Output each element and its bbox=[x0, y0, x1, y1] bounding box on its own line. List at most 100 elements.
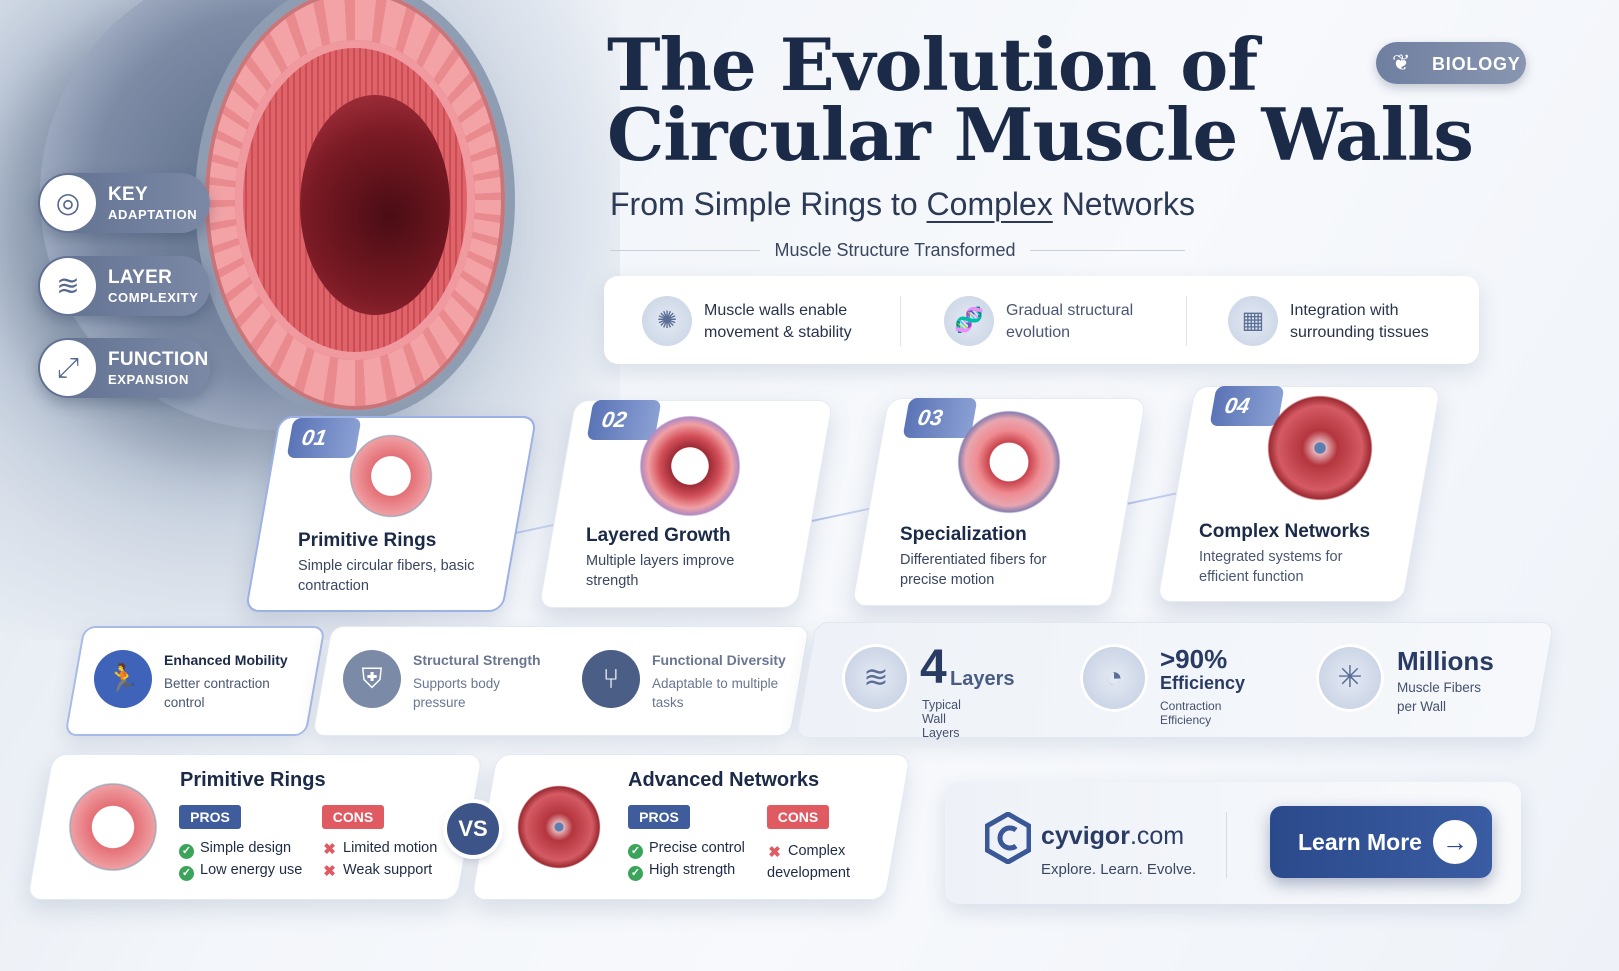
arrow-right-icon: → bbox=[1433, 820, 1477, 864]
pill-function-expansion[interactable]: ⤢ FUNCTION EXPANSION bbox=[38, 338, 210, 398]
con-item: ✖ Limited motion bbox=[322, 840, 437, 857]
title-line-2: Circular Muscle Walls bbox=[607, 92, 1474, 177]
pro-item: ✓ Low energy use bbox=[179, 862, 302, 881]
benefit-title: Enhanced Mobility bbox=[164, 652, 288, 668]
pill-sublabel: ADAPTATION bbox=[108, 207, 198, 222]
pro-text: Simple design bbox=[200, 840, 292, 856]
stage-description: Multiple layers improve strength bbox=[586, 553, 735, 589]
pro-item: ✓Simple design bbox=[179, 840, 291, 859]
stat-value: Millions bbox=[1397, 646, 1494, 676]
stat-label: Typical Wall Layers bbox=[922, 698, 961, 740]
check-icon: ✓ bbox=[179, 866, 194, 881]
brand-logo-icon bbox=[985, 812, 1031, 864]
specialized-ring-image bbox=[953, 406, 1065, 518]
cta-label: Learn More bbox=[1298, 829, 1422, 855]
brand-tagline: Explore. Learn. Evolve. bbox=[1041, 861, 1197, 878]
cross-icon: ✖ bbox=[768, 844, 781, 861]
highlights-bar: ✺ Muscle walls enable movement & stabili… bbox=[604, 276, 1479, 364]
network-ring-image bbox=[510, 778, 608, 876]
runner-icon: 🏃 bbox=[94, 650, 152, 708]
pros-tag: PROS bbox=[179, 805, 241, 829]
pill-sublabel: EXPANSION bbox=[108, 372, 190, 387]
pill-label: FUNCTION bbox=[108, 349, 209, 370]
highlight-text: Gradual structural evolution bbox=[1006, 302, 1134, 341]
badge-label: BIOLOGY bbox=[1432, 54, 1521, 74]
title-line-1: The Evolution of bbox=[607, 22, 1258, 107]
pro-item: ✓Precise control bbox=[628, 840, 745, 859]
cell-icon: ✺ bbox=[642, 296, 692, 346]
pro-text: Precise control bbox=[649, 840, 745, 856]
page-title: The Evolution of Circular Muscle Walls bbox=[607, 22, 1474, 177]
highlight-divider bbox=[1186, 296, 1187, 346]
pill-key-adaptation[interactable]: ◎ KEY ADAPTATION bbox=[38, 173, 210, 233]
benefit-description: Better contraction control bbox=[164, 676, 270, 710]
vs-badge: VS bbox=[447, 803, 499, 855]
brand-tld: .com bbox=[1129, 822, 1185, 850]
brand-name[interactable]: cyvigor.com bbox=[1041, 822, 1184, 851]
layers-icon: ≋ bbox=[842, 644, 910, 712]
benefit-title: Structural Strength bbox=[413, 652, 541, 668]
stage-title: Layered Growth bbox=[586, 525, 731, 546]
expand-icon: ⤢ bbox=[40, 340, 96, 396]
subtitle-text-end: Networks bbox=[1052, 186, 1196, 222]
cross-icon: ✖ bbox=[323, 841, 336, 858]
subtitle-text: From Simple Rings to bbox=[610, 186, 927, 222]
stage-title: Primitive Rings bbox=[298, 530, 437, 551]
layered-ring-image bbox=[636, 412, 744, 520]
con-item: ✖ Weak support bbox=[322, 862, 432, 879]
stat-unit: Layers bbox=[950, 668, 1015, 690]
layers-icon: ≋ bbox=[40, 258, 96, 314]
con-text: Complex development bbox=[767, 843, 851, 881]
divider-left bbox=[610, 250, 760, 251]
cross-icon: ✖ bbox=[323, 863, 336, 880]
primitive-ring-image bbox=[345, 430, 437, 522]
stage-title: Specialization bbox=[900, 524, 1027, 545]
check-icon: ✓ bbox=[628, 866, 643, 881]
pro-text: Low energy use bbox=[200, 862, 303, 878]
brand-name-main: cyvigor bbox=[1041, 822, 1130, 850]
learn-more-button[interactable]: Learn More → bbox=[1270, 806, 1492, 878]
page-subtitle: From Simple Rings to Complex Networks bbox=[610, 186, 1195, 223]
stat-label: Muscle Fibers per Wall bbox=[1397, 680, 1482, 714]
con-item: ✖Complex development bbox=[767, 840, 879, 884]
benefit-description: Supports body pressure bbox=[413, 676, 501, 710]
stage-description: Integrated systems for efficient functio… bbox=[1199, 549, 1343, 585]
highlight-divider bbox=[900, 296, 901, 346]
con-text: Limited motion bbox=[343, 840, 438, 856]
network-ring-image bbox=[1258, 386, 1382, 510]
subtitle-emphasis: Complex bbox=[926, 186, 1053, 222]
section-kicker: Muscle Structure Transformed bbox=[774, 240, 1016, 260]
comparison-title: Advanced Networks bbox=[628, 769, 820, 791]
brand-divider bbox=[1226, 812, 1227, 878]
primitive-ring-image bbox=[64, 778, 162, 876]
fiber-icon: ✳ bbox=[1316, 644, 1384, 712]
comparison-title: Primitive Rings bbox=[180, 769, 326, 791]
muscle-lumen bbox=[300, 95, 450, 315]
gauge-icon: ◔ bbox=[1080, 644, 1148, 712]
cons-tag: CONS bbox=[322, 805, 384, 829]
pill-layer-complexity[interactable]: ≋ LAYER COMPLEXITY bbox=[38, 256, 210, 316]
pro-text: High strength bbox=[649, 862, 736, 878]
stage-title: Complex Networks bbox=[1199, 521, 1371, 542]
tissue-icon: ▦ bbox=[1228, 296, 1278, 346]
branch-icon: ⑂ bbox=[582, 650, 640, 708]
benefit-description: Adaptable to multiple tasks bbox=[652, 676, 779, 710]
stat-value: >90% bbox=[1160, 644, 1228, 674]
pill-label: KEY bbox=[108, 184, 148, 205]
benefit-title: Functional Diversity bbox=[652, 652, 786, 668]
target-icon: ◎ bbox=[40, 175, 96, 231]
stat-label: Contraction Efficiency bbox=[1160, 699, 1222, 727]
divider-right bbox=[1030, 250, 1185, 251]
category-badge[interactable]: ❦ BIOLOGY bbox=[1376, 42, 1526, 84]
stage-description: Simple circular fibers, basic contractio… bbox=[298, 558, 475, 594]
stat-value: 4 bbox=[920, 641, 947, 694]
pros-tag: PROS bbox=[628, 805, 690, 829]
pro-item: ✓ High strength bbox=[628, 862, 735, 881]
stage-description: Differentiated fibers for precise motion bbox=[900, 552, 1047, 588]
con-text: Weak support bbox=[343, 862, 433, 878]
highlight-text: Integration with surrounding tissues bbox=[1290, 302, 1429, 341]
leaf-icon: ❦ bbox=[1392, 50, 1411, 75]
dna-icon: 🧬 bbox=[944, 296, 994, 346]
cons-tag: CONS bbox=[767, 805, 829, 829]
stat-unit: Efficiency bbox=[1160, 673, 1246, 693]
